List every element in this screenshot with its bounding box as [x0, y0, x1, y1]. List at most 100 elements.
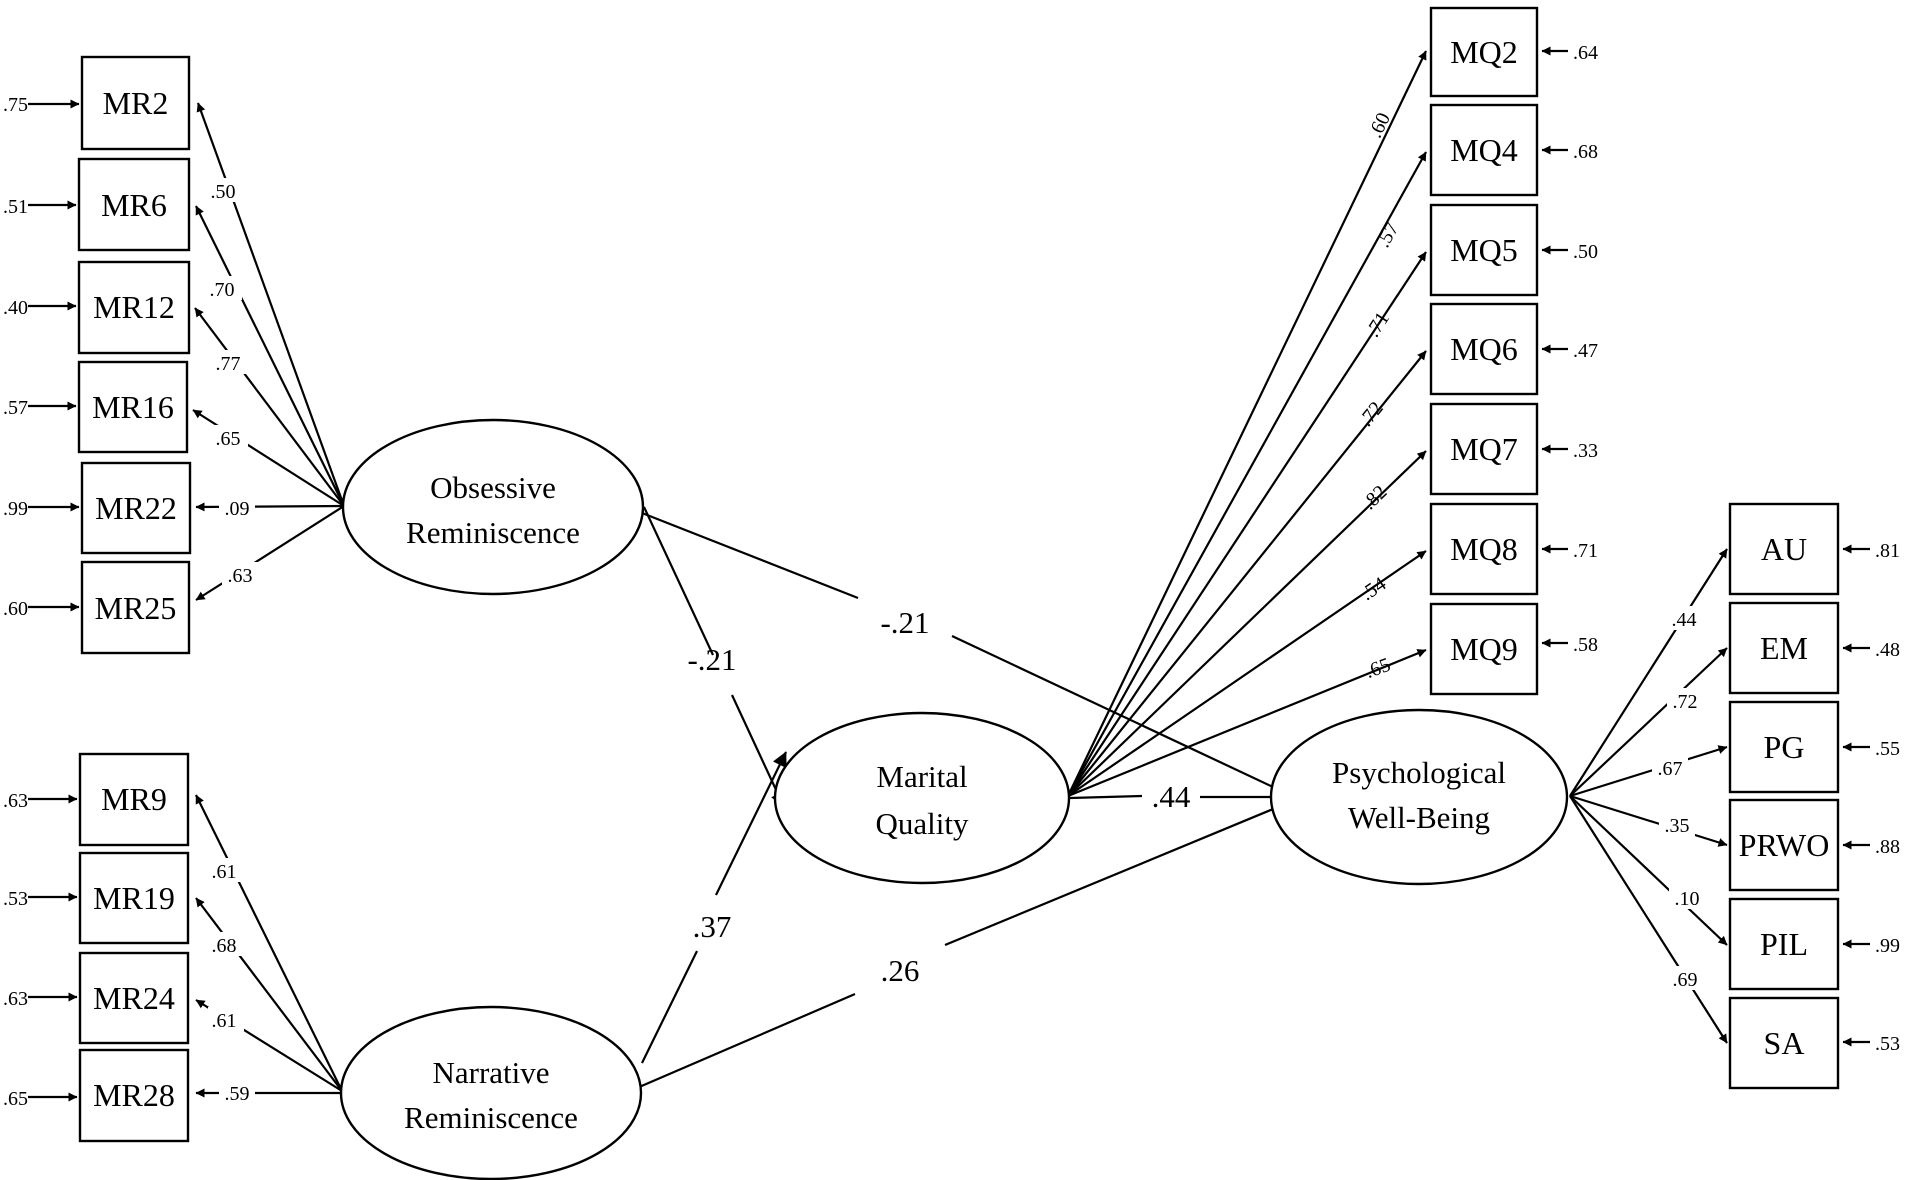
error-em: .48 [1875, 639, 1900, 661]
loading-arrow-mr12 [194, 307, 345, 507]
indicator-box-prwo [1728, 798, 1840, 892]
loading-mr16: .65 [216, 428, 241, 450]
indicator-box-mr22 [80, 461, 192, 555]
loading-bg-mr6 [206, 276, 242, 300]
loading-mq6: .72 [1355, 398, 1388, 431]
loading-arrow-mq8 [1067, 550, 1427, 797]
error-mr19: .53 [3, 888, 28, 910]
loading-mq7: .82 [1358, 481, 1391, 514]
indicator-label-mr19: MR19 [93, 880, 175, 916]
loading-arrow-mq6 [1067, 350, 1427, 797]
loading-mr6: .70 [210, 279, 235, 301]
indicator-box-mq6 [1429, 302, 1539, 396]
error-mr25: .60 [3, 598, 28, 620]
indicator-box-mr12 [77, 260, 191, 355]
indicator-label-prwo: PRWO [1739, 827, 1830, 863]
indicator-box-mr9 [78, 752, 190, 847]
indicator-label-sa: SA [1764, 1025, 1805, 1061]
loading-bg-mr16 [212, 425, 248, 449]
indicator-label-mr24: MR24 [93, 980, 175, 1016]
error-mr6: .51 [3, 196, 28, 218]
error-mq5: .50 [1573, 241, 1598, 263]
path-narrative-wellbeing-seg2 [944, 800, 1291, 947]
error-prwo: .88 [1875, 836, 1900, 858]
loading-arrow-mq4 [1067, 151, 1427, 797]
loading-arrow-au [1569, 548, 1728, 797]
loading-bg-mr12 [212, 350, 248, 374]
loading-arrow-em [1569, 647, 1728, 797]
coef-narrative-marital: .37 [693, 909, 732, 944]
wellbeing-indicators: .44 .72 .67 .35 .10 .69 AU EM PG PRWO PI… [1569, 502, 1900, 1090]
error-mr28: .65 [3, 1088, 28, 1110]
indicator-box-mq7 [1429, 402, 1539, 496]
coef-obsessive-marital: -.21 [687, 642, 736, 677]
indicator-box-sa [1728, 996, 1840, 1090]
loading-bg-pg [1652, 755, 1688, 779]
indicator-label-em: EM [1760, 630, 1808, 666]
loading-mr2: .50 [211, 181, 236, 203]
loading-sa: .69 [1673, 969, 1698, 991]
error-mr22: .99 [3, 498, 28, 520]
indicator-box-mr6 [77, 157, 191, 252]
latent-ellipse-wellbeing [1269, 708, 1569, 886]
latent-label-marital-line2: Quality [876, 806, 969, 841]
indicator-box-mq2 [1429, 6, 1539, 98]
error-mr9: .63 [3, 790, 28, 812]
loading-arrow-mr9 [195, 794, 343, 1092]
error-mq7: .33 [1573, 440, 1598, 462]
loading-mq9: .65 [1362, 654, 1393, 683]
indicator-box-mr19 [78, 851, 190, 945]
indicator-label-mq9: MQ9 [1450, 631, 1518, 667]
error-pg: .55 [1875, 738, 1900, 760]
error-mr24: .63 [3, 988, 28, 1010]
error-mq8: .71 [1573, 540, 1598, 562]
indicator-label-mq5: MQ5 [1450, 232, 1518, 268]
error-mq9: .58 [1573, 634, 1598, 656]
latent-label-wellbeing-line1: Psychological [1332, 755, 1506, 790]
indicator-label-mr28: MR28 [93, 1077, 175, 1113]
indicator-box-mr24 [78, 951, 190, 1045]
loading-bg-mr28 [219, 1080, 255, 1104]
marital-indicators: .60 .57 .71 .72 .82 .54 .65 MQ2 MQ4 MQ5 … [1067, 6, 1598, 798]
indicator-box-mq9 [1429, 602, 1539, 696]
indicator-label-mq6: MQ6 [1450, 331, 1518, 367]
latent-narrative-reminiscence: Narrative Reminiscence [339, 1005, 643, 1180]
error-mr2: .75 [3, 94, 28, 116]
loading-au: .44 [1672, 609, 1697, 631]
indicator-box-mq5 [1429, 203, 1539, 297]
indicator-box-mr25 [80, 560, 191, 655]
loading-bg-mr2 [207, 178, 243, 202]
latent-label-narrative-line2: Reminiscence [404, 1100, 578, 1135]
latent-label-wellbeing-line2: Well-Being [1348, 800, 1490, 835]
loading-arrow-mr6 [195, 205, 345, 507]
loading-arrow-mr25 [195, 505, 345, 601]
path-marital-wellbeing-seg1 [1069, 794, 1143, 800]
loading-bg-mr22 [219, 495, 255, 519]
indicator-box-mq8 [1429, 502, 1539, 596]
latent-marital-quality: Marital Quality [773, 711, 1071, 885]
loading-arrow-mq2 [1067, 50, 1427, 797]
error-mq6: .47 [1573, 340, 1598, 362]
loading-mr24: .61 [212, 1010, 237, 1032]
coef-narrative-wellbeing: .26 [881, 953, 920, 988]
indicator-label-mq4: MQ4 [1450, 132, 1518, 168]
latent-ellipse-narrative [339, 1005, 643, 1180]
coef-marital-wellbeing: .44 [1152, 779, 1191, 814]
indicator-box-mr2 [80, 55, 191, 151]
loading-mq4: .57 [1372, 219, 1403, 252]
indicator-box-mq4 [1429, 103, 1539, 197]
loading-arrow-mq9 [1067, 648, 1427, 798]
loading-arrow-mr2 [196, 102, 346, 507]
indicator-box-em [1728, 601, 1840, 695]
latent-obsessive-reminiscence: Obsessive Reminiscence [341, 418, 645, 596]
loading-arrow-prwo [1569, 794, 1728, 847]
loading-mr9: .61 [212, 861, 237, 883]
path-narrative-marital-seg2 [715, 751, 787, 896]
loading-bg-em [1667, 688, 1703, 712]
loading-bg-prwo [1659, 812, 1695, 836]
indicator-label-mr2: MR2 [103, 85, 169, 121]
loading-pil: .10 [1675, 888, 1700, 910]
indicator-label-pg: PG [1764, 729, 1805, 765]
error-mr16: .57 [3, 397, 28, 419]
indicator-box-mr16 [77, 360, 189, 454]
